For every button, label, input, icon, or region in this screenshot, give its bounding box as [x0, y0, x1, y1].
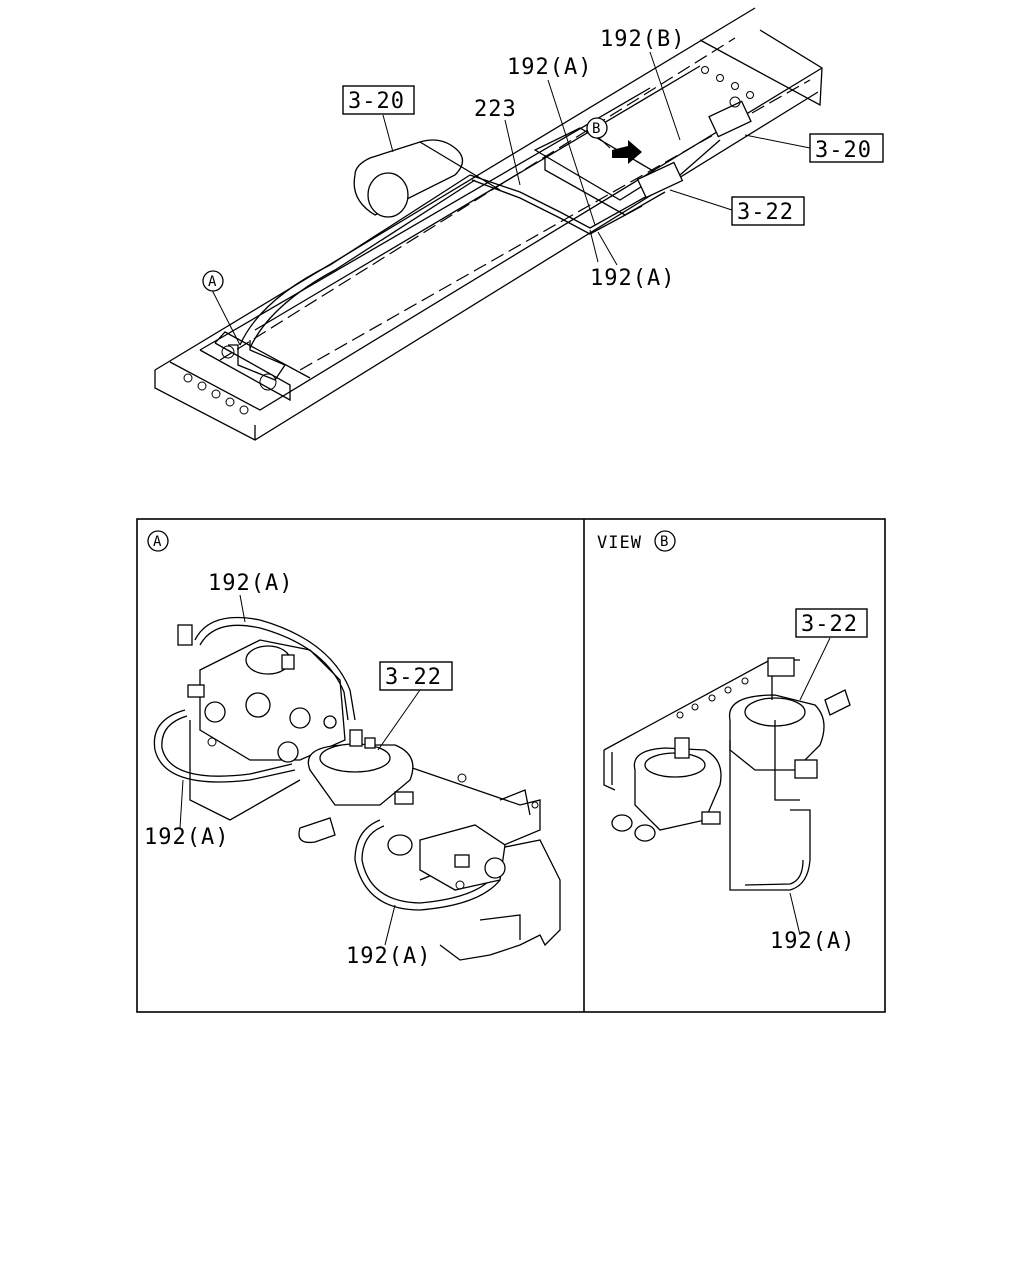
detail-frame: [136, 518, 886, 1013]
marker-a: A: [208, 274, 217, 290]
view-b-marker: B: [660, 534, 668, 550]
ref-3-22: 3-22: [737, 200, 794, 225]
detail-a-marker: A: [153, 534, 162, 550]
view-b-ref-3-22: 3-22: [801, 612, 858, 637]
part-192a-lower: 192(A): [590, 266, 675, 291]
marker-a-circle: [202, 270, 224, 292]
marker-b-circle: [586, 117, 608, 139]
ref-box-3-22: [731, 196, 805, 226]
detail-a-part-192a-top: 192(A): [208, 571, 293, 596]
detail-a-part-192a-left: 192(A): [144, 825, 229, 850]
part-192b: 192(B): [600, 27, 685, 52]
view-b-ref-box-3-22: [795, 608, 868, 638]
ref-box-3-20-left: [342, 85, 415, 115]
ref-3-20-right: 3-20: [815, 138, 872, 163]
chassis-overview: [154, 7, 823, 441]
ref-3-20-left: 3-20: [348, 89, 405, 114]
detail-a-part-192a-bottom: 192(A): [346, 944, 431, 969]
marker-b: B: [592, 121, 600, 137]
detail-a-ref-3-22: 3-22: [385, 665, 442, 690]
part-223: 223: [474, 97, 517, 122]
detail-a-ref-box-3-22: [379, 661, 453, 691]
ref-box-3-20-right: [809, 133, 884, 163]
part-192a-top: 192(A): [507, 55, 592, 80]
view-b-marker-circle: [654, 530, 676, 552]
view-b-illustration: [603, 637, 851, 936]
view-b-part-192a: 192(A): [770, 929, 855, 954]
detail-a-marker-circle: [147, 530, 169, 552]
detail-a-illustration: [153, 594, 561, 961]
view-b-label: VIEW: [597, 533, 642, 553]
